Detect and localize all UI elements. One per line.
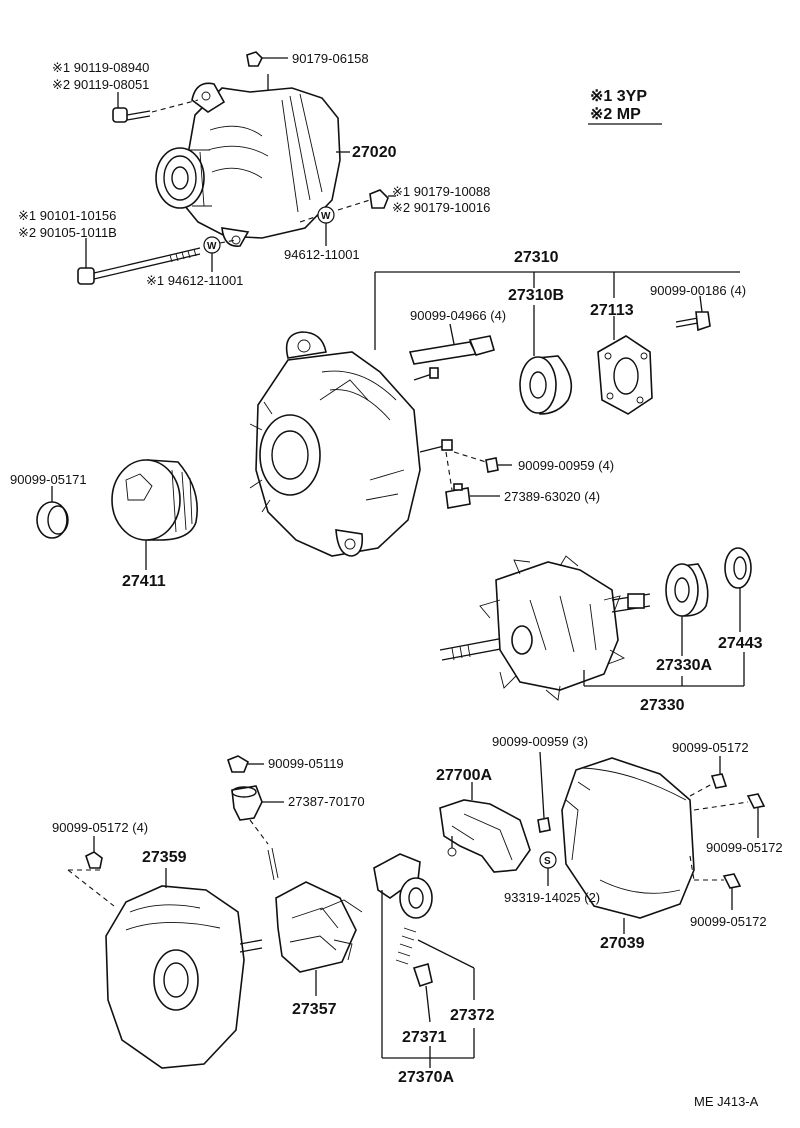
bearing-front-drawing <box>519 305 573 415</box>
label-nut-rear-frame: 90099-05172 (4) <box>52 820 148 835</box>
label-washer-right: 94612-11001 <box>284 247 360 262</box>
rotor-bracket <box>583 652 745 687</box>
label-screw-regulator: 90099-00959 (3) <box>492 734 588 749</box>
bearing-rear-drawing <box>665 563 709 656</box>
pulley-drawing <box>36 459 198 570</box>
label-alternator-assy: 27020 <box>352 144 397 161</box>
label-regulator: 27700A <box>436 767 492 784</box>
label-nut-pulley: 90099-05171 <box>10 472 87 487</box>
footer-code: ME J413-A <box>694 1094 759 1109</box>
label-rear-frame: 27359 <box>142 849 187 866</box>
nut-right-drawing: W <box>299 151 396 246</box>
legend-item-2: ※2 MP <box>590 106 641 123</box>
part-labels: ※1 90119-08940 ※2 90119-08051 90179-0615… <box>10 51 783 1109</box>
terminal-insulator-drawing <box>227 755 284 845</box>
label-bearing-cover: 27443 <box>718 635 763 652</box>
brush-holder-drawing <box>373 853 475 1068</box>
screw-retainer-drawing <box>675 295 711 332</box>
label-bolt-long-2: ※2 90105-1011B <box>18 225 117 240</box>
svg-text:W: W <box>321 211 331 222</box>
label-pulley: 27411 <box>122 573 166 590</box>
stud-drawing <box>408 323 495 365</box>
legend-item-1: ※1 3YP <box>590 88 647 105</box>
label-brush-holder-assy: 27370A <box>398 1069 454 1086</box>
label-rotor-assy: 27330 <box>640 697 685 714</box>
label-rear-cover: 27039 <box>600 935 645 952</box>
rectifier-drawing <box>267 847 363 996</box>
retainer-drawing <box>597 316 653 415</box>
drive-frame-bracket <box>374 271 740 350</box>
label-nut-top: 90179-06158 <box>292 51 369 66</box>
alternator-assembly-drawing <box>155 74 341 247</box>
bearing-cover-drawing <box>724 547 752 632</box>
rear-frame-drawing <box>67 836 263 1069</box>
label-drive-frame-assy: 27310 <box>514 249 559 266</box>
terminal-screw-drawing <box>445 451 512 509</box>
bolt-top-drawing <box>112 99 199 123</box>
label-spring: 27372 <box>450 1007 495 1024</box>
label-nut-right-1: ※1 90179-10088 <box>392 184 490 199</box>
label-screw-retainer: 90099-00186 (4) <box>650 283 746 298</box>
label-washer-regulator: 93319-14025 (2) <box>504 890 600 905</box>
label-nut-cover-mid: 90099-05172 <box>706 840 783 855</box>
label-brush: 27371 <box>402 1029 447 1046</box>
label-nut-cover-top: 90099-05172 <box>672 740 749 755</box>
nut-top-drawing <box>246 51 288 67</box>
label-bolt-top-2: ※2 90119-08051 <box>52 77 149 92</box>
rear-cover-drawing <box>561 756 766 934</box>
label-bearing-front: 27310B <box>508 287 564 304</box>
label-stud: 90099-04966 (4) <box>410 308 506 323</box>
label-bolt-long-1: ※1 90101-10156 <box>18 208 116 223</box>
label-rectifier: 27357 <box>292 1001 337 1018</box>
label-bolt-top-1: ※1 90119-08940 <box>52 60 149 75</box>
label-retainer: 27113 <box>590 302 634 319</box>
label-insulator: 27389-63020 (4) <box>504 489 600 504</box>
label-nut-cover-bottom: 90099-05172 <box>690 914 767 929</box>
label-nut-right-2: ※2 90179-10016 <box>392 200 490 215</box>
regulator-drawing: S <box>439 751 557 886</box>
bolt-long-drawing: W <box>77 236 237 285</box>
label-washer-long: ※1 94612-11001 <box>146 273 243 288</box>
drive-frame-drawing <box>249 331 453 557</box>
svg-text:S: S <box>544 856 551 867</box>
label-nut-small: 90099-05119 <box>268 756 344 771</box>
label-terminal-insulator: 27387-70170 <box>288 794 365 809</box>
label-screw-terminal: 90099-00959 (4) <box>518 458 614 473</box>
svg-text:W: W <box>207 241 217 252</box>
label-bearing-rear: 27330A <box>656 657 712 674</box>
rotor-drawing <box>439 555 651 701</box>
legend: ※1 3YP ※2 MP <box>588 88 662 125</box>
